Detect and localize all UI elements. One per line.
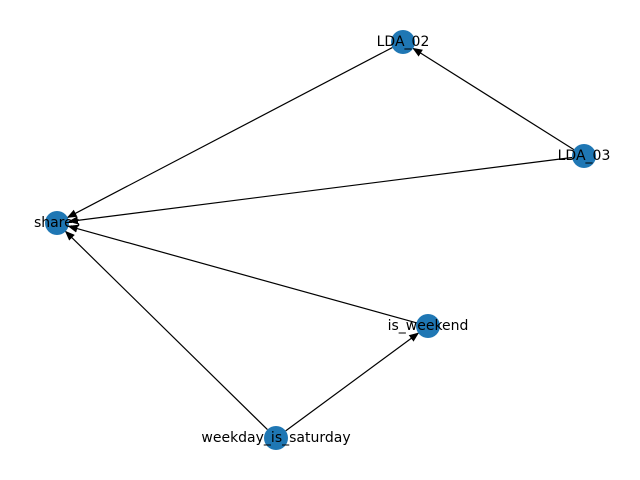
edge-weekday_is_saturday-to-is_weekend — [285, 332, 420, 432]
edge-is_weekend-to-shares — [67, 224, 417, 324]
edge-LDA_03-to-shares — [67, 156, 573, 225]
edge-weekday_is_saturday-to-shares — [64, 230, 268, 431]
node-LDA_02 — [391, 30, 415, 54]
node-weekday_is_saturday — [264, 426, 288, 450]
node-is_weekend — [416, 314, 440, 338]
edge-LDA_03-to-LDA_02 — [412, 47, 575, 151]
node-label-weekday_is_saturday: weekday_is_saturday — [201, 430, 350, 446]
nodes-layer — [45, 30, 596, 450]
node-label-LDA_02: LDA_02 — [377, 34, 430, 50]
node-label-shares: shares — [34, 215, 80, 231]
node-LDA_03 — [572, 144, 596, 168]
node-label-LDA_03: LDA_03 — [558, 148, 611, 164]
edges-layer — [64, 47, 575, 432]
node-shares — [45, 211, 69, 235]
node-label-is_weekend: is_weekend — [388, 318, 469, 334]
edge-LDA_02-to-shares — [66, 47, 393, 218]
